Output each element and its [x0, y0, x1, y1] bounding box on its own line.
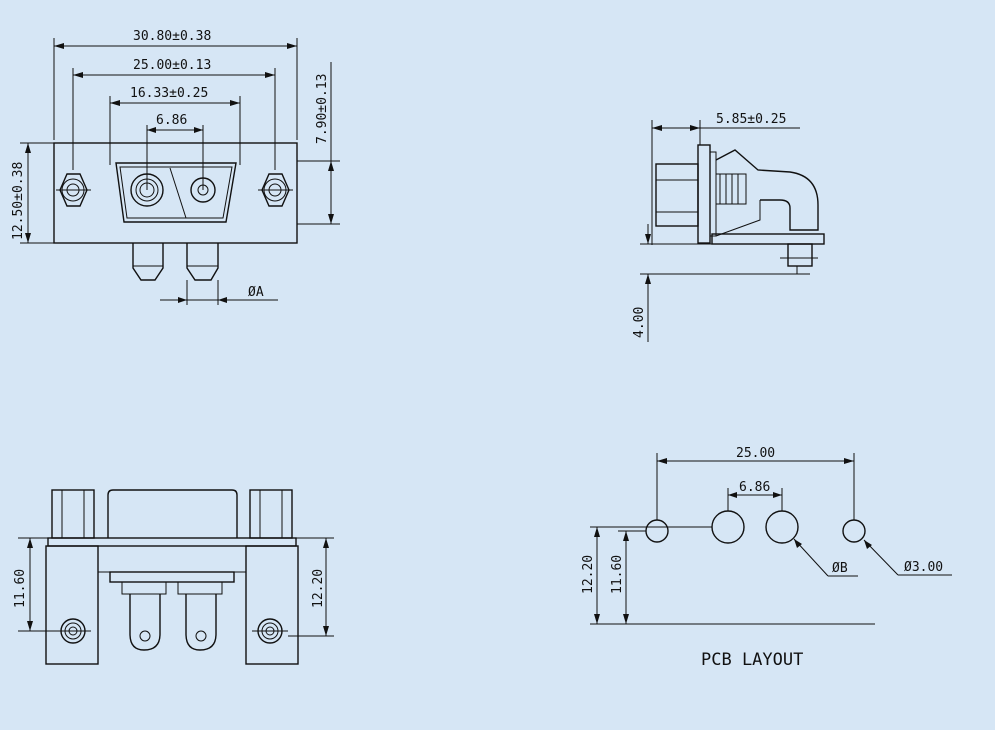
dim-offset: 7.90±0.13 — [315, 74, 330, 144]
front-view: 30.80±0.38 25.00±0.13 16.33±0.25 6.86 — [11, 29, 340, 305]
dim-pcb-inner-height: 11.60 — [610, 555, 625, 594]
pcb-layout: 25.00 6.86 ØB Ø3.00 12.20 11.60 PCB — [581, 446, 952, 670]
dim-pin-diameter: ØA — [248, 285, 264, 300]
dim-contact-hole: ØB — [832, 561, 848, 576]
dim-contact-pitch: 6.86 — [156, 113, 187, 128]
dim-pcb-contact-pitch: 6.86 — [739, 480, 770, 495]
dim-height: 12.50±0.38 — [11, 162, 26, 240]
dim-shell-width: 16.33±0.25 — [130, 86, 208, 101]
dim-mount-pitch: 25.00±0.13 — [133, 58, 211, 73]
dim-hole-pitch: 25.00 — [736, 446, 775, 461]
dim-left-height: 11.60 — [13, 569, 28, 608]
dim-pcb-outer-height: 12.20 — [581, 555, 596, 594]
dim-overall-width: 30.80±0.38 — [133, 29, 211, 44]
dim-pin-length: 4.00 — [632, 307, 647, 338]
bottom-view: 11.60 12.20 — [13, 489, 334, 665]
pcb-layout-title: PCB LAYOUT — [701, 650, 803, 670]
dim-mount-hole: Ø3.00 — [904, 560, 943, 575]
dim-right-height: 12.20 — [311, 569, 326, 608]
dim-depth: 5.85±0.25 — [716, 112, 786, 127]
side-view: 5.85±0.25 4.00 — [632, 112, 825, 342]
